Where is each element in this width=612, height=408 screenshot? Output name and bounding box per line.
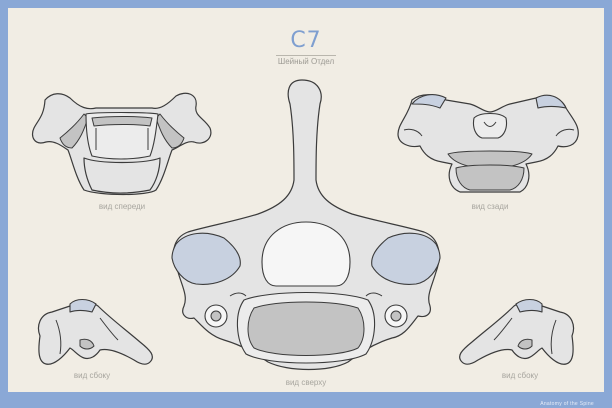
label-side-view-right: вид сбоку — [501, 371, 539, 380]
front-view-vertebra — [31, 92, 212, 196]
top-view-vertebra — [171, 79, 441, 371]
title-divider — [276, 55, 336, 56]
credit-text: Anatomy of the Spine — [540, 401, 594, 407]
side-view-right-vertebra — [459, 298, 575, 365]
side-view-left-vertebra — [37, 298, 153, 365]
label-back-view: вид сзади — [471, 202, 509, 211]
back-view-vertebra — [397, 94, 579, 193]
label-top-view: вид сверху — [285, 378, 327, 387]
label-side-view-left: вид сбоку — [73, 371, 111, 380]
page-subtitle: Шейный Отдел — [277, 57, 335, 66]
label-front-view: вид спереди — [98, 202, 146, 211]
page-title: C7 — [290, 28, 322, 53]
